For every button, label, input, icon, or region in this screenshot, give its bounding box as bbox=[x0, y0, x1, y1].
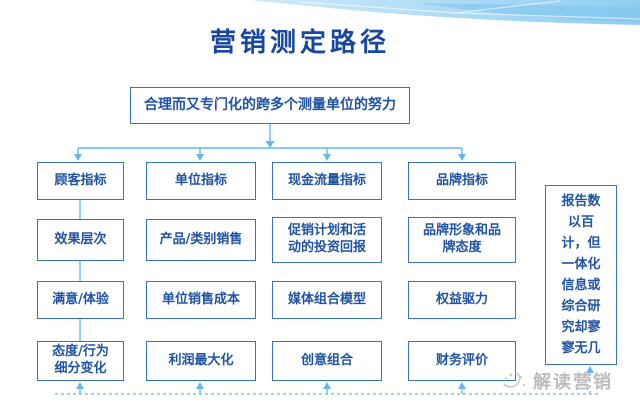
node-box-product-sales: 产品/类别销售 bbox=[146, 219, 256, 261]
node-box-customer-metrics: 顾客指标 bbox=[37, 162, 124, 200]
node-box-brand-metrics: 品牌指标 bbox=[408, 162, 516, 200]
node-box-equity-driver: 权益驱力 bbox=[408, 281, 516, 319]
node-box-cashflow-metrics: 现金流量指标 bbox=[272, 162, 382, 200]
node-box-unit-metrics: 单位指标 bbox=[146, 162, 256, 200]
node-box-creative-mix: 创意组合 bbox=[272, 341, 382, 381]
side-note-box: 报告数以百计，但一体化信息或综合研究却寥寥无几 bbox=[545, 185, 617, 365]
node-box-unit-cost: 单位销售成本 bbox=[146, 281, 256, 319]
node-box-media-mix: 媒体组合模型 bbox=[272, 281, 382, 319]
brand-logo-icon bbox=[503, 372, 526, 388]
node-box-financial-eval: 财务评价 bbox=[408, 341, 516, 381]
node-box-brand-image: 品牌形象和品牌态度 bbox=[408, 217, 516, 263]
node-box-profit-max: 利润最大化 bbox=[146, 341, 256, 381]
node-box-satisfaction: 满意/体验 bbox=[37, 281, 124, 319]
node-box-promo-roi: 促销计划和活动的投资回报 bbox=[272, 217, 382, 263]
page-title: 营销测定路径 bbox=[209, 28, 390, 58]
watermark: 解读营销 bbox=[499, 368, 613, 394]
node-box-effect-levels: 效果层次 bbox=[37, 219, 124, 261]
root-box: 合理而又专门化的跨多个测量单位的努力 bbox=[130, 87, 410, 124]
top-swoosh-decoration bbox=[250, 0, 640, 25]
watermark-text: 解读营销 bbox=[533, 372, 613, 393]
node-box-attitude-behavior: 态度/行为细分变化 bbox=[37, 341, 124, 381]
